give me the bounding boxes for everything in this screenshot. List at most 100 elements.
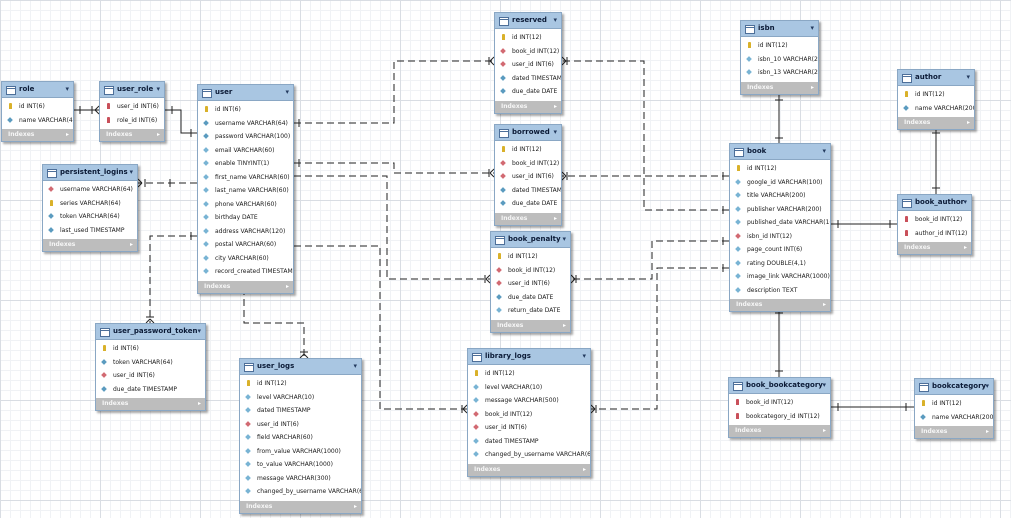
table-column[interactable]: user_id INT(6): [240, 418, 361, 432]
chevron-right-icon[interactable]: ▸: [65, 131, 69, 138]
table-book-bookcategory[interactable]: book_bookcategory▾book_id INT(12)bookcat…: [728, 377, 831, 438]
chevron-down-icon[interactable]: ▾: [963, 198, 967, 206]
indexes-section[interactable]: Indexes▸: [729, 425, 830, 437]
table-column[interactable]: title VARCHAR(200): [730, 189, 830, 203]
table-header[interactable]: isbn▾: [741, 21, 818, 37]
table-column[interactable]: last_name VARCHAR(60): [198, 184, 293, 198]
chevron-right-icon[interactable]: ▸: [822, 427, 826, 434]
table-column[interactable]: book_id INT(12): [491, 264, 570, 278]
chevron-down-icon[interactable]: ▾: [197, 327, 201, 335]
table-column[interactable]: level VARCHAR(10): [468, 381, 590, 395]
table-column[interactable]: message VARCHAR(500): [468, 394, 590, 408]
indexes-section[interactable]: Indexes▸: [100, 129, 164, 141]
table-column[interactable]: dated TIMESTAMP: [468, 435, 590, 449]
table-column[interactable]: user_id INT(6): [495, 170, 561, 184]
table-column[interactable]: name VARCHAR(200): [898, 102, 974, 116]
table-column[interactable]: due_date TIMESTAMP: [96, 383, 205, 397]
table-header[interactable]: library_logs▾: [468, 349, 590, 365]
table-user-logs[interactable]: user_logs▾id INT(12)level VARCHAR(10)dat…: [239, 358, 362, 514]
table-column[interactable]: name VARCHAR(200): [915, 411, 993, 425]
table-column[interactable]: username VARCHAR(64): [43, 183, 137, 197]
table-header[interactable]: role▾: [2, 82, 73, 98]
chevron-right-icon[interactable]: ▸: [562, 321, 566, 329]
table-column[interactable]: user_id INT(6): [96, 369, 205, 383]
table-column[interactable]: bookcategory_id INT(12): [729, 410, 830, 424]
table-column[interactable]: to_value VARCHAR(1000): [240, 458, 361, 472]
indexes-section[interactable]: Indexes▸: [468, 463, 590, 476]
table-column[interactable]: record_created TIMESTAMP: [198, 265, 293, 279]
table-column[interactable]: changed_by_username VARCHAR(64): [468, 448, 590, 462]
chevron-down-icon[interactable]: ▾: [285, 88, 289, 96]
table-column[interactable]: description TEXT: [730, 284, 830, 298]
table-column[interactable]: published_date VARCHAR(100): [730, 216, 830, 230]
table-column[interactable]: postal VARCHAR(60): [198, 238, 293, 252]
table-column[interactable]: address VARCHAR(120): [198, 225, 293, 239]
table-user[interactable]: user▾id INT(6)username VARCHAR(64)passwo…: [197, 84, 294, 294]
table-column[interactable]: page_count INT(6): [730, 243, 830, 257]
table-column[interactable]: due_date DATE: [495, 85, 561, 99]
chevron-down-icon[interactable]: ▾: [129, 168, 133, 176]
table-column[interactable]: id INT(12): [495, 31, 561, 45]
chevron-right-icon[interactable]: ▸: [963, 244, 967, 251]
table-bookcategory[interactable]: bookcategory▾id INT(12)name VARCHAR(200)…: [914, 378, 994, 439]
table-author[interactable]: author▾id INT(12)name VARCHAR(200)Indexe…: [897, 69, 975, 130]
chevron-down-icon[interactable]: ▾: [822, 381, 826, 389]
chevron-right-icon[interactable]: ▸: [553, 214, 557, 222]
chevron-down-icon[interactable]: ▾: [353, 362, 357, 370]
table-column[interactable]: id INT(12): [240, 377, 361, 391]
table-column[interactable]: id INT(12): [741, 39, 818, 53]
table-header[interactable]: user▾: [198, 85, 293, 101]
table-column[interactable]: role_id INT(6): [100, 114, 164, 128]
table-column[interactable]: last_used TIMESTAMP: [43, 224, 137, 238]
table-column[interactable]: enable TINYINT(1): [198, 157, 293, 171]
table-column[interactable]: changed_by_username VARCHAR(64): [240, 485, 361, 499]
chevron-down-icon[interactable]: ▾: [65, 85, 69, 93]
table-column[interactable]: dated TIMESTAMP: [495, 184, 561, 198]
table-library-logs[interactable]: library_logs▾id INT(12)level VARCHAR(10)…: [467, 348, 591, 477]
table-column[interactable]: token VARCHAR(64): [43, 210, 137, 224]
table-header[interactable]: user_password_token▾: [96, 324, 205, 340]
indexes-section[interactable]: Indexes▸: [915, 426, 993, 438]
table-column[interactable]: id INT(6): [2, 100, 73, 114]
table-column[interactable]: phone VARCHAR(60): [198, 198, 293, 212]
chevron-right-icon[interactable]: ▸: [582, 465, 586, 473]
table-header[interactable]: persistent_logins▾: [43, 165, 137, 181]
chevron-right-icon[interactable]: ▸: [156, 131, 160, 138]
table-header[interactable]: book_author▾: [898, 195, 971, 211]
chevron-down-icon[interactable]: ▾: [985, 382, 989, 390]
table-column[interactable]: isbn_10 VARCHAR(20): [741, 53, 818, 67]
chevron-down-icon[interactable]: ▾: [966, 73, 970, 81]
table-column[interactable]: id INT(12): [495, 143, 561, 157]
indexes-section[interactable]: Indexes▸: [2, 129, 73, 141]
indexes-section[interactable]: Indexes▸: [730, 299, 830, 311]
table-header[interactable]: user_logs▾: [240, 359, 361, 375]
table-column[interactable]: id INT(6): [96, 342, 205, 356]
chevron-right-icon[interactable]: ▸: [129, 241, 133, 248]
table-header[interactable]: author▾: [898, 70, 974, 86]
indexes-section[interactable]: Indexes▸: [495, 212, 561, 225]
chevron-right-icon[interactable]: ▸: [553, 102, 557, 110]
table-column[interactable]: message VARCHAR(300): [240, 472, 361, 486]
table-column[interactable]: user_id INT(6): [495, 58, 561, 72]
table-persistent-logins[interactable]: persistent_logins▾username VARCHAR(64)se…: [42, 164, 138, 252]
table-column[interactable]: user_id INT(6): [468, 421, 590, 435]
table-column[interactable]: book_id INT(12): [898, 213, 971, 227]
chevron-down-icon[interactable]: ▾: [822, 147, 826, 155]
table-column[interactable]: email VARCHAR(60): [198, 144, 293, 158]
table-column[interactable]: author_id INT(12): [898, 227, 971, 241]
table-column[interactable]: due_date DATE: [495, 197, 561, 211]
chevron-down-icon[interactable]: ▾: [582, 352, 586, 360]
table-column[interactable]: due_date DATE: [491, 291, 570, 305]
chevron-right-icon[interactable]: ▸: [985, 428, 989, 435]
chevron-right-icon[interactable]: ▸: [810, 83, 814, 91]
table-column[interactable]: image_link VARCHAR(1000): [730, 270, 830, 284]
table-column[interactable]: name VARCHAR(45): [2, 114, 73, 128]
table-header[interactable]: book_bookcategory▾: [729, 378, 830, 394]
table-column[interactable]: user_id INT(6): [491, 277, 570, 291]
table-column[interactable]: publisher VARCHAR(200): [730, 203, 830, 217]
table-isbn[interactable]: isbn▾id INT(12)isbn_10 VARCHAR(20)isbn_1…: [740, 20, 819, 95]
table-column[interactable]: from_value VARCHAR(1000): [240, 445, 361, 459]
indexes-section[interactable]: Indexes▸: [198, 280, 293, 293]
indexes-section[interactable]: Indexes▸: [495, 100, 561, 113]
table-column[interactable]: id INT(12): [491, 250, 570, 264]
